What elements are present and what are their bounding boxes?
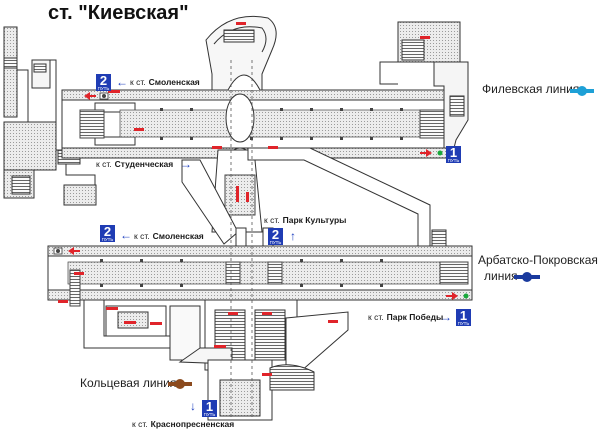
red-markers bbox=[58, 22, 430, 376]
track-caption: ПУТЬ bbox=[447, 158, 460, 163]
arrow-up-icon: ↑ bbox=[290, 229, 296, 243]
track-number: 2 bbox=[271, 227, 280, 242]
ring-line-label: Кольцевая линия bbox=[80, 376, 177, 390]
direction-prefix: к ст. bbox=[264, 215, 280, 225]
track-caption: ПУТЬ bbox=[269, 240, 282, 245]
track-badge-2-top: 2 ПУТЬ bbox=[96, 74, 111, 91]
arrow-down-icon: ↓ bbox=[190, 399, 196, 413]
arb-line-label-1: Арбатско-Покровская bbox=[478, 253, 598, 267]
track-badge-1-fil: 1 ПУТЬ bbox=[446, 146, 461, 163]
direction-station: Смоленская bbox=[148, 77, 200, 87]
track-number: 1 bbox=[205, 399, 214, 414]
direction-station: Краснопресненская bbox=[150, 419, 235, 429]
fil-line-label: Филевская линия bbox=[482, 82, 580, 96]
ring-line-icon bbox=[168, 377, 192, 395]
fil-line-icon bbox=[570, 84, 594, 102]
direction-station: Парк Победы bbox=[386, 312, 444, 322]
track-number: 1 bbox=[459, 308, 468, 323]
direction-krasnopresnenskaya: к ст.Краснопресненская bbox=[132, 420, 234, 429]
direction-prefix: к ст. bbox=[132, 419, 148, 429]
arrow-right-icon: → bbox=[440, 310, 452, 324]
arb-platform bbox=[47, 245, 473, 307]
direction-prefix: к ст. bbox=[130, 77, 146, 87]
lower-passages bbox=[83, 299, 349, 421]
track-badge-1-ring: 1 ПУТЬ bbox=[202, 400, 217, 417]
direction-park-pobedy: к ст.Парк Победы bbox=[368, 313, 443, 322]
track-number: 2 bbox=[99, 73, 108, 88]
track-caption: ПУТЬ bbox=[457, 321, 470, 326]
direction-prefix: к ст. bbox=[134, 231, 150, 241]
direction-station: Смоленская bbox=[152, 231, 204, 241]
dashed-guides bbox=[230, 60, 253, 420]
direction-park-kultury: к ст.Парк Культуры bbox=[264, 216, 346, 225]
direction-station: Студенческая bbox=[114, 159, 174, 169]
track-signals bbox=[53, 92, 469, 299]
arrow-right-icon: → bbox=[180, 157, 192, 171]
track-caption: ПУТЬ bbox=[101, 237, 114, 242]
direction-studencheskaya: к ст.Студенческая bbox=[96, 160, 173, 169]
arb-column-row bbox=[100, 259, 383, 287]
arb-line-icon bbox=[514, 270, 540, 288]
track-caption: ПУТЬ bbox=[97, 86, 110, 91]
direction-prefix: к ст. bbox=[368, 312, 384, 322]
station-title: ст. "Киевская" bbox=[48, 2, 189, 24]
arb-line-label-2: линия bbox=[484, 269, 518, 283]
direction-station: Парк Культуры bbox=[282, 215, 347, 225]
track-badge-2-arb: 2 ПУТЬ bbox=[100, 225, 115, 242]
track-badge-2-center: 2 ПУТЬ bbox=[268, 228, 283, 245]
direction-prefix: к ст. bbox=[96, 159, 112, 169]
track-caption: ПУТЬ bbox=[203, 412, 216, 417]
direction-smolenskaya-top: к ст.Смоленская bbox=[130, 78, 200, 87]
arrow-left-icon: ← bbox=[116, 75, 128, 89]
track-number: 2 bbox=[103, 224, 112, 239]
direction-smolenskaya-mid: к ст.Смоленская bbox=[134, 232, 204, 241]
right-building bbox=[379, 21, 469, 149]
arrow-left-icon: ← bbox=[120, 228, 132, 242]
track-badge-1-arb: 1 ПУТЬ bbox=[456, 309, 471, 326]
track-number: 1 bbox=[449, 145, 458, 160]
track-arrows bbox=[68, 92, 458, 300]
left-building bbox=[3, 26, 97, 206]
